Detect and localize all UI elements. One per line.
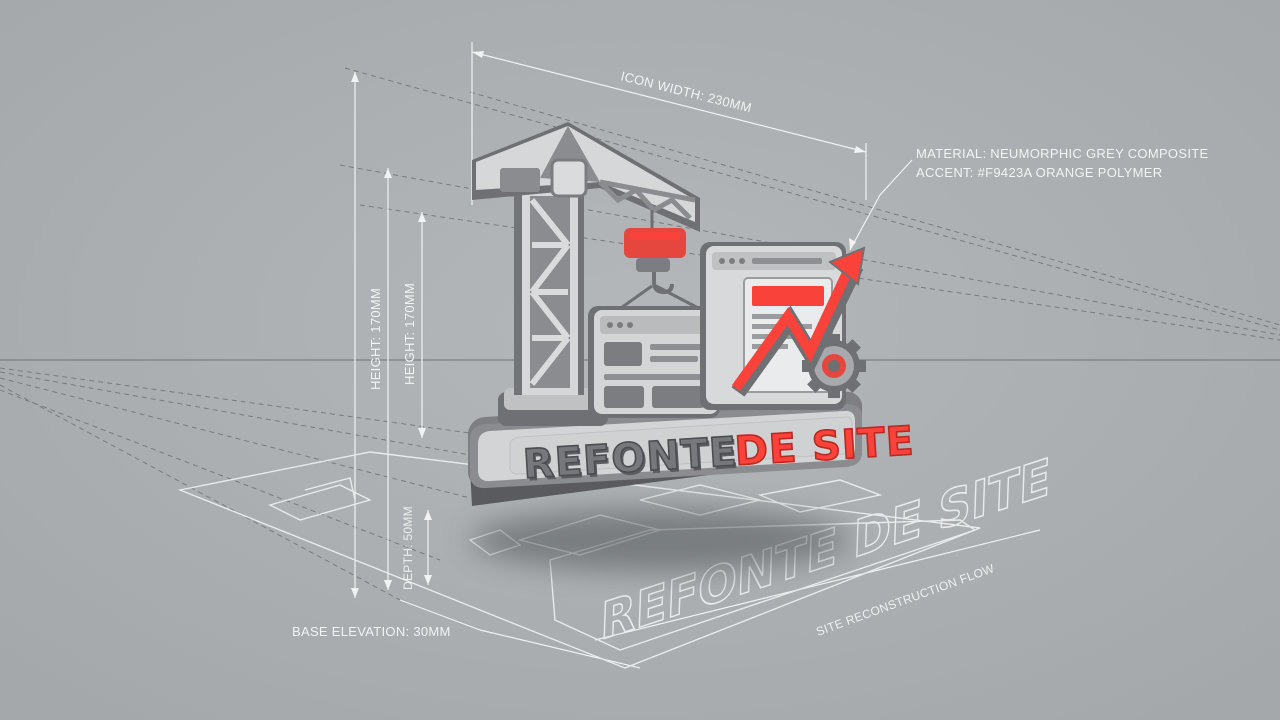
dimension-lines [354, 42, 1041, 669]
crane-icon [472, 122, 703, 426]
object-shadow [470, 508, 850, 572]
height-outer-label: HEIGHT: 170MM [368, 288, 383, 390]
material-label: MATERIAL: NEUMORPHIC GREY COMPOSITE [916, 146, 1208, 161]
refonte-icon: REFONTE REFONTE DE SITE [468, 122, 916, 506]
height-inner-label: HEIGHT: 170MM [402, 283, 417, 385]
accent-label: ACCENT: #F9423A ORANGE POLYMER [916, 165, 1162, 180]
svg-text:DE SITE: DE SITE [733, 418, 915, 475]
base-plate [468, 391, 862, 506]
dimension-arrowheads [351, 51, 866, 598]
base-elevation-label: BASE ELEVATION: 30MM [292, 624, 451, 639]
brand-word-accent: DE SITE [733, 418, 915, 475]
depth-label: DEPTH: 50MM [401, 506, 415, 590]
growth-arrow-icon [731, 246, 866, 397]
webpage-block-icon [588, 306, 720, 418]
